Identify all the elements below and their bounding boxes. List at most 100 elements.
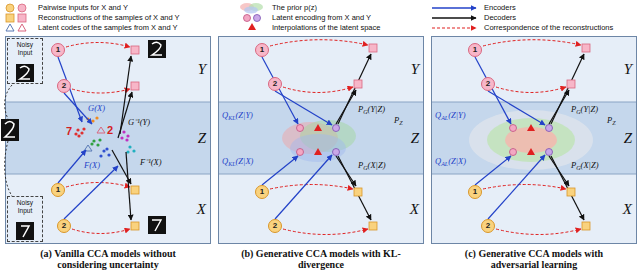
label-text: P [358,104,363,114]
noisy-input-box: Noisy Input [7,38,43,84]
sample-number: 2 [273,80,277,88]
input-circle: 2 [57,79,71,93]
label-text: P [358,160,363,170]
math-label: QAL(Z|Y) [435,110,466,121]
vanilla-latent-scatter [74,116,135,157]
sample-number: 1 [473,46,477,54]
sample-number: 2 [62,82,66,90]
label-text: G(X) [88,103,105,113]
generative-flow [262,40,377,235]
label-text: Q [435,156,441,166]
label-text: (X|Z) [581,160,599,170]
legend-text: Encoders [484,3,516,13]
math-label: F(X) [84,160,100,170]
sample-number: 1 [56,186,60,194]
label-text: F(X) [84,160,100,170]
vanilla-decoders [112,56,132,220]
label-text: (Z|Y) [448,110,465,120]
label-text: P [571,160,576,170]
sample-number: 2 [486,222,490,230]
input-circle: 1 [255,185,269,199]
label-text: P [394,115,399,125]
input-circle: 2 [57,219,71,233]
label-text: (Y|Z) [368,104,385,114]
panel-frame: (b) Generative CCA models with KL-diverg… [218,36,424,244]
space-band: Z [5,102,211,174]
panel-ground [5,36,211,244]
math-label: PG(Y|Z) [358,104,385,115]
sample-number: 1 [260,188,264,196]
subscript: AL [441,161,448,167]
math-label: PZ [394,115,403,126]
space-label: Z [198,129,206,147]
noisy-input-label: Noisy Input [8,39,42,56]
legend-text: Interpolations of the latent space [272,23,380,33]
label-text: (Z|X) [235,156,253,166]
space-band: Y 1 2 [431,36,637,102]
legend-text: Reconstructions of the samples of X and … [38,13,180,23]
subscript: Z [399,120,402,126]
space-band: X 1 2 [431,174,637,244]
subscript: G [576,109,580,115]
space-label: X [410,200,419,218]
subscript: Z [612,120,615,126]
subscript: G [576,165,580,171]
label-text: Q [222,110,228,120]
math-label: G(X) [88,103,105,113]
label-text: G⁻¹(Y) [128,117,150,127]
label-text: (X|Z) [368,160,386,170]
noisy-input-label: Noisy Input [8,197,42,214]
noisy-link [5,85,12,196]
subscript: G [363,109,367,115]
vanilla-encoders [58,57,118,219]
math-label: F⁻¹(X) [140,157,162,167]
space-label: Y [624,60,632,78]
subscript: KL [228,161,235,167]
sample-number: 1 [56,46,60,54]
sample-number: 2 [486,80,490,88]
sample-number: 2 [62,222,66,230]
subscript: KL [228,115,235,121]
space-label: X [197,200,206,218]
sample-number: 1 [260,46,264,54]
label-text: (Z|X) [448,156,466,166]
space-band: X Noisy Input 1 2 [5,174,211,244]
panel-frame: (c) Generative CCA models with adversari… [431,36,637,244]
sample-number: 1 [473,188,477,196]
noisy-input-box: Noisy Input [7,196,43,242]
digit-label: 2 [107,124,113,136]
space-band: Y 1 2 [218,36,424,102]
math-label: QKL(Z|Y) [222,110,253,121]
legend-text: The prior p(z) [272,3,317,13]
input-circle: 2 [268,219,282,233]
math-label: QAL(Z|X) [435,156,466,167]
input-circle: 1 [468,43,482,57]
panel-caption: (a) Vanilla CCA models without consideri… [5,248,211,270]
space-label: Y [411,60,419,78]
math-label: G⁻¹(Y) [128,117,150,127]
legend-text: Decoders [484,13,516,23]
space-band: X 1 2 [218,174,424,244]
panel-caption: (c) Generative CCA models with adversari… [431,248,637,270]
legend-text: Pairwise inputs for X and Y [38,3,128,13]
label-text: P [607,115,612,125]
input-circle: 1 [51,43,65,57]
space-label: X [623,200,632,218]
math-label: QKL(Z|X) [222,156,253,167]
label-text: 7 [66,125,72,137]
panel-frame: (a) Vanilla CCA models without consideri… [5,36,211,244]
vanilla-correspondence [66,43,130,234]
space-label: Y [198,60,206,78]
input-circle: 1 [51,183,65,197]
panel-caption: (b) Generative CCA models with KL-diverg… [218,248,424,270]
label-text: Q [222,156,228,166]
input-circle: 2 [481,219,495,233]
legend-text: Latent codes of the samples from X and Y [38,23,178,33]
digit-label: 7 [66,125,72,137]
input-circle: 1 [468,185,482,199]
label-text: (Z|Y) [235,110,252,120]
subscript: AL [441,115,448,121]
adversarial-prior [469,110,593,170]
